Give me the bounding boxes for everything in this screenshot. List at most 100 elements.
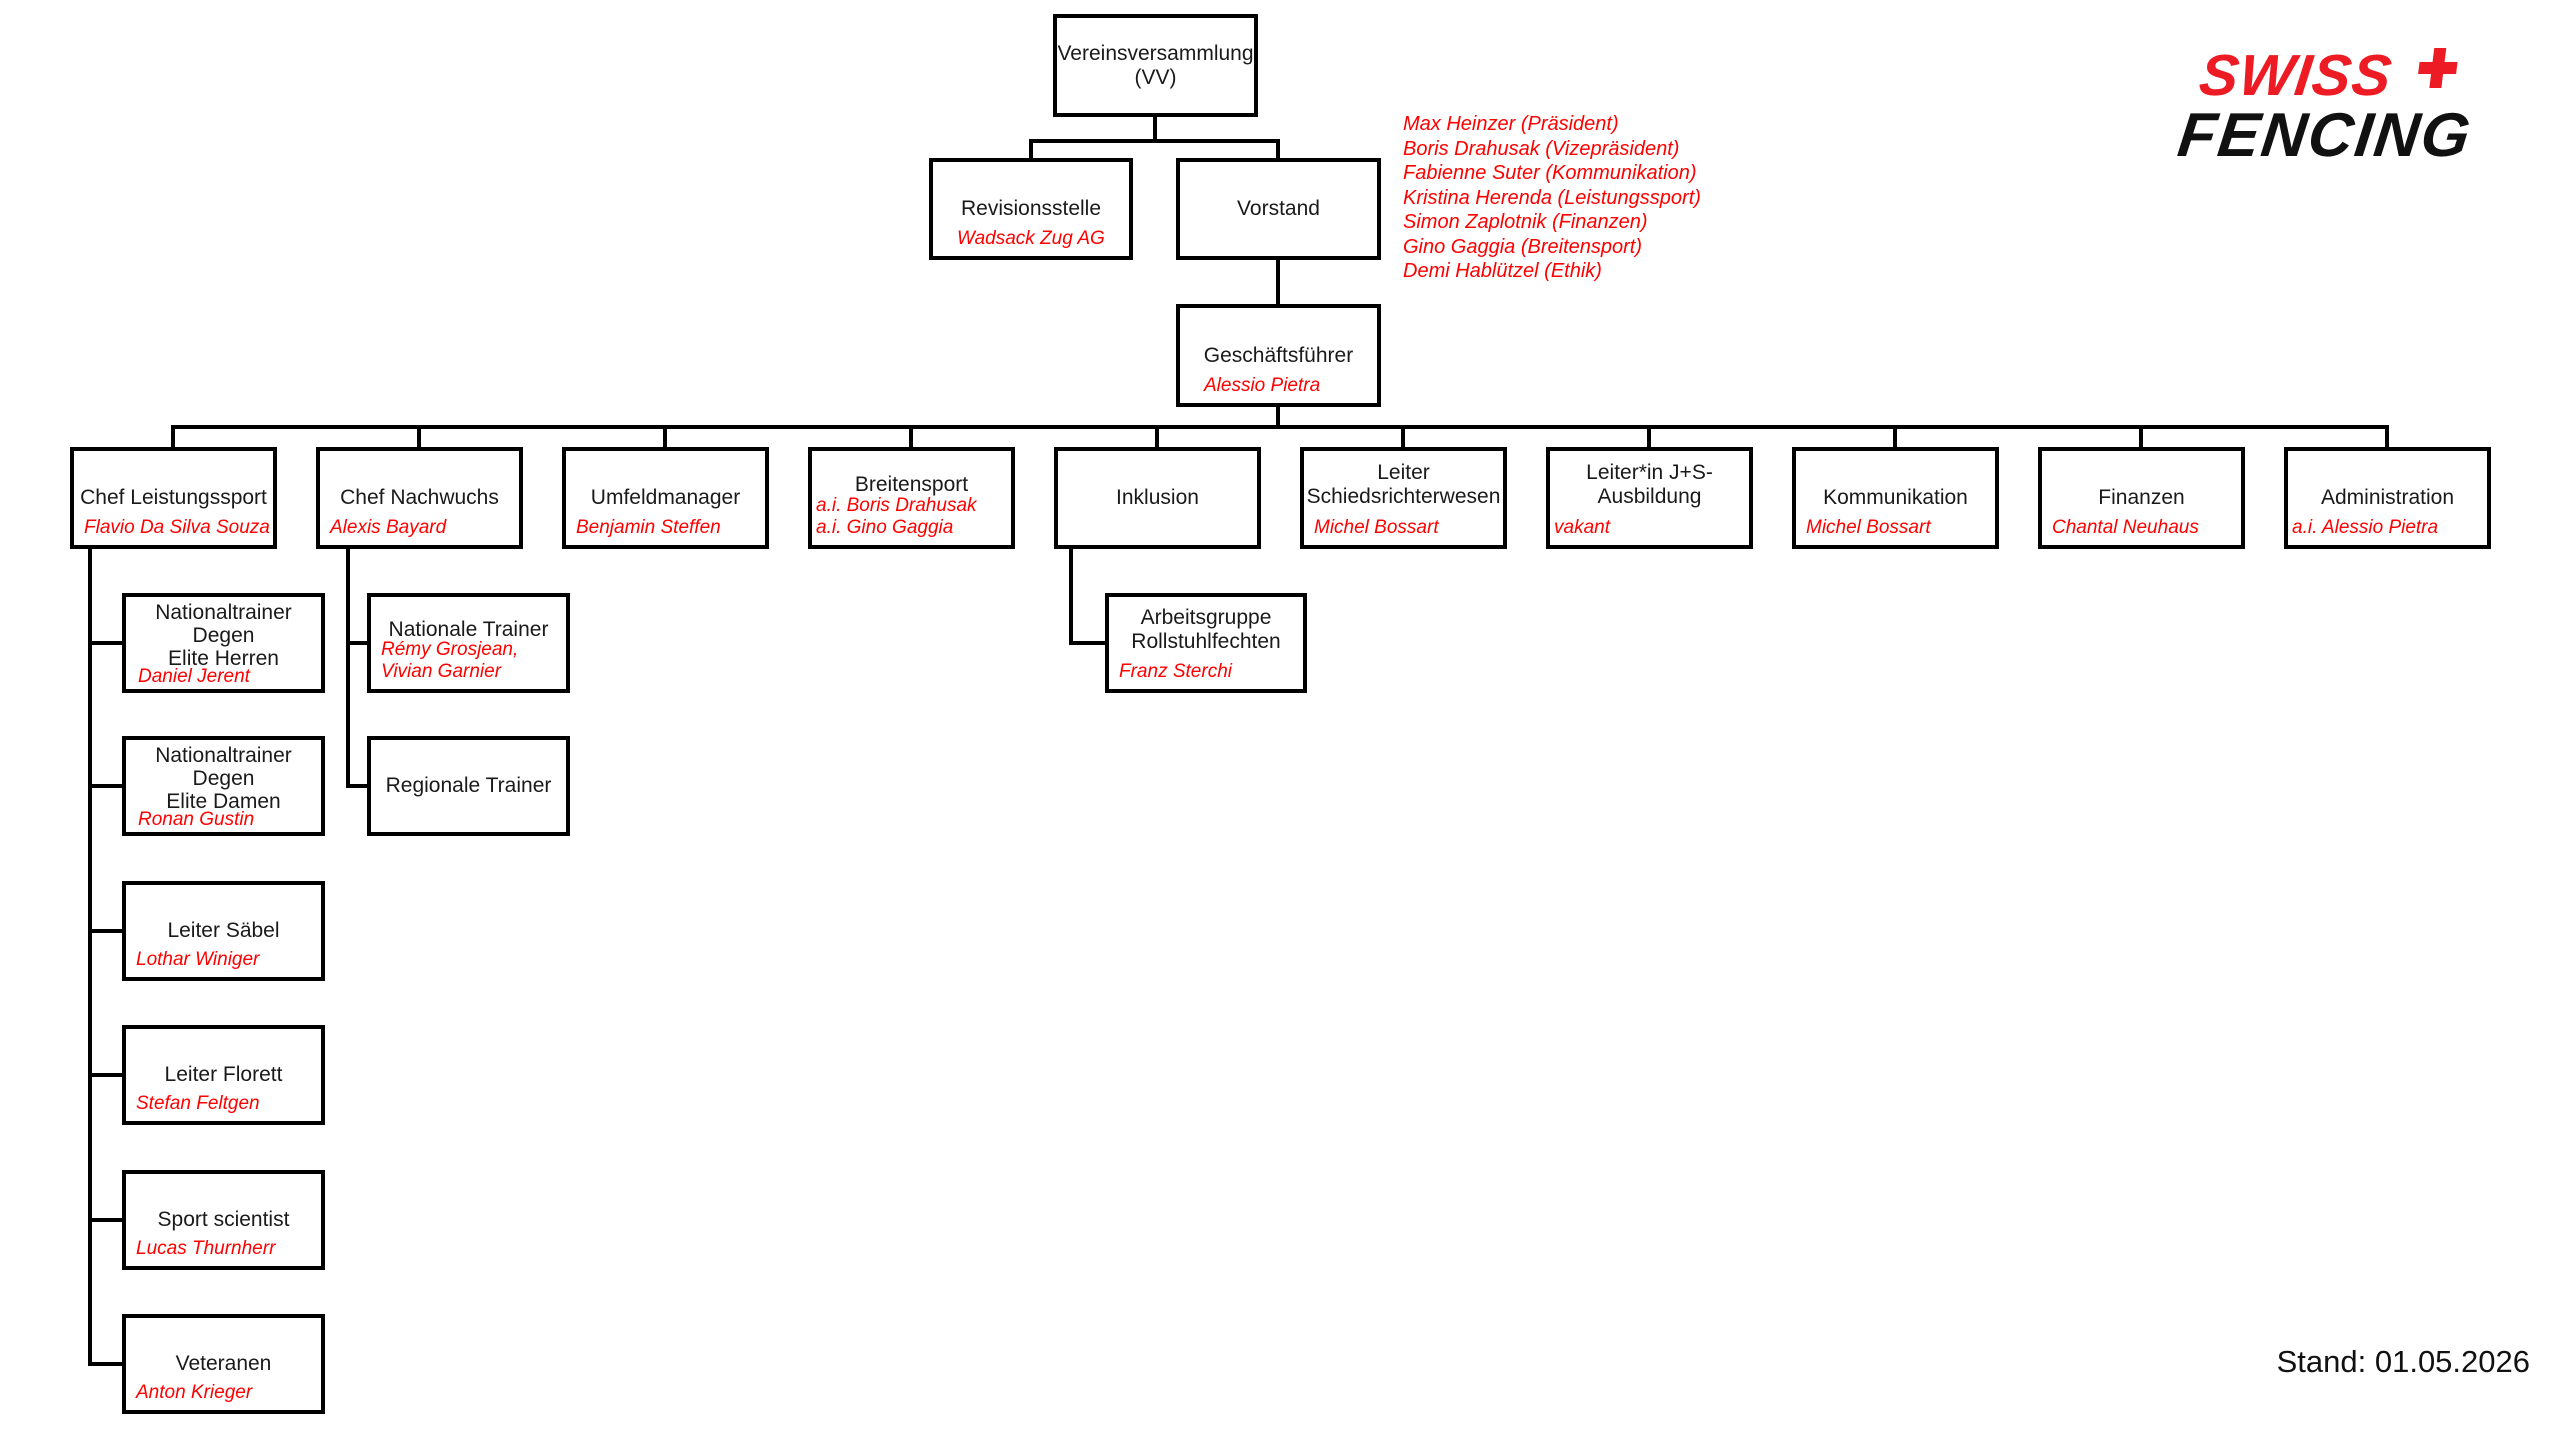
node-title: Revisionsstelle xyxy=(960,197,1102,220)
node-person: Flavio Da Silva Souza xyxy=(84,517,270,538)
node-nationaltrainer-degen-herren: Nationaltrainer Degen Elite Herren Danie… xyxy=(122,593,325,693)
connector xyxy=(2139,425,2143,447)
node-title: Leiter Florett xyxy=(164,1063,283,1086)
node-person: a.i. Boris Drahusak a.i. Gino Gaggia xyxy=(816,495,977,538)
node-person: a.i. Alessio Pietra xyxy=(2292,517,2439,538)
node-title: Vorstand xyxy=(1237,197,1320,220)
node-title: Geschäftsführer xyxy=(1203,343,1354,367)
node-title: Nationaltrainer Degen Elite Damen xyxy=(155,743,292,813)
node-person: Lothar Winiger xyxy=(136,949,260,970)
vorstand-members-list: Max Heinzer (Präsident) Boris Drahusak (… xyxy=(1403,112,1701,284)
node-arbeitsgruppe-rollstuhlfechten: Arbeitsgruppe Rollstuhlfechten Franz Ste… xyxy=(1105,593,1307,693)
node-person: Anton Krieger xyxy=(136,1382,253,1403)
connector xyxy=(1069,549,1073,644)
node-title: Kommunikation xyxy=(1823,486,1968,509)
node-person: Stefan Feltgen xyxy=(136,1093,260,1114)
connector xyxy=(346,641,369,645)
node-sport-scientist: Sport scientist Lucas Thurnherr xyxy=(122,1170,325,1270)
node-title: Regionale Trainer xyxy=(385,774,552,797)
node-regionale-trainer: Regionale Trainer xyxy=(367,736,570,836)
connector xyxy=(346,549,350,788)
connector xyxy=(1029,139,1280,143)
connector xyxy=(1069,641,1107,645)
node-title: Chef Leistungssport xyxy=(80,486,267,509)
connector xyxy=(417,425,421,447)
node-inklusion: Inklusion xyxy=(1054,447,1261,549)
connector xyxy=(663,425,667,447)
node-person: Ronan Gustin xyxy=(138,809,255,830)
connector xyxy=(1401,425,1405,447)
connector xyxy=(1276,260,1280,304)
logo-swiss-text: SWISS xyxy=(2195,43,2396,108)
node-person: Chantal Neuhaus xyxy=(2052,517,2199,538)
connector xyxy=(88,641,124,645)
node-person: Michel Bossart xyxy=(1806,517,1931,538)
connector xyxy=(1029,139,1033,158)
node-title: Umfeldmanager xyxy=(590,486,741,509)
node-title: Leiter*in J+S- Ausbildung xyxy=(1586,461,1713,508)
node-finanzen: Finanzen Chantal Neuhaus xyxy=(2038,447,2245,549)
vorstand-member: Demi Hablützel (Ethik) xyxy=(1403,260,1602,282)
connector xyxy=(1155,425,1159,447)
connector xyxy=(88,549,92,1366)
vorstand-member: Boris Drahusak (Vizepräsident) xyxy=(1403,137,1680,160)
node-title: Inklusion xyxy=(1116,486,1199,509)
connector xyxy=(1153,117,1157,143)
connector xyxy=(1276,407,1280,427)
node-person: Daniel Jerent xyxy=(138,666,250,687)
connector xyxy=(88,784,124,788)
node-person: vakant xyxy=(1554,517,1610,538)
node-title: Administration xyxy=(2320,486,2455,509)
node-title: Sport scientist xyxy=(157,1208,290,1231)
node-nationale-trainer: Nationale Trainer Rémy Grosjean, Vivian … xyxy=(367,593,570,693)
connector xyxy=(2385,425,2389,447)
vorstand-member: Kristina Herenda (Leistungssport) xyxy=(1403,186,1701,209)
node-person: Rémy Grosjean, Vivian Garnier xyxy=(381,639,519,682)
node-umfeldmanager: Umfeldmanager Benjamin Steffen xyxy=(562,447,769,549)
node-title: Finanzen xyxy=(2098,486,2185,509)
node-leiter-florett: Leiter Florett Stefan Feltgen xyxy=(122,1025,325,1125)
node-leiterin-js-ausbildung: Leiter*in J+S- Ausbildung vakant xyxy=(1546,447,1753,549)
node-title: Leiter Säbel xyxy=(167,919,280,942)
node-chef-leistungssport: Chef Leistungssport Flavio Da Silva Souz… xyxy=(70,447,277,549)
node-veteranen: Veteranen Anton Krieger xyxy=(122,1314,325,1414)
connector xyxy=(88,1362,124,1366)
connector xyxy=(909,425,913,447)
node-person: Franz Sterchi xyxy=(1119,661,1232,682)
vorstand-member: Gino Gaggia (Breitensport) xyxy=(1403,235,1643,258)
node-breitensport: Breitensport a.i. Boris Drahusak a.i. Gi… xyxy=(808,447,1015,549)
node-title: Breitensport xyxy=(854,473,969,496)
node-title: Leiter Schiedsrichterwesen xyxy=(1306,461,1501,508)
logo-fencing-text: FENCING xyxy=(2174,101,2476,170)
connector xyxy=(171,425,2389,429)
connector xyxy=(88,1073,124,1077)
swiss-cross-icon xyxy=(2416,48,2459,88)
node-leiter-saebel: Leiter Säbel Lothar Winiger xyxy=(122,881,325,981)
node-leiter-schiedsrichterwesen: Leiter Schiedsrichterwesen Michel Bossar… xyxy=(1300,447,1507,549)
node-title: Chef Nachwuchs xyxy=(340,486,499,509)
node-person: Lucas Thurnherr xyxy=(136,1238,276,1259)
node-revisionsstelle: Revisionsstelle Wadsack Zug AG xyxy=(929,158,1133,260)
connector xyxy=(346,784,369,788)
node-kommunikation: Kommunikation Michel Bossart xyxy=(1792,447,1999,549)
node-person: Alexis Bayard xyxy=(330,517,447,538)
node-administration: Administration a.i. Alessio Pietra xyxy=(2284,447,2491,549)
vorstand-member: Simon Zaplotnik (Finanzen) xyxy=(1403,211,1648,233)
connector xyxy=(88,929,124,933)
node-person: Michel Bossart xyxy=(1314,517,1439,538)
stand-date-label: Stand: 01.05.2026 xyxy=(2276,1344,2530,1379)
node-vereinsversammlung: Vereinsversammlung (VV) xyxy=(1053,14,1258,117)
node-chef-nachwuchs: Chef Nachwuchs Alexis Bayard xyxy=(316,447,523,549)
node-person: Alessio Pietra xyxy=(1204,375,1321,396)
node-title: Veteranen xyxy=(175,1352,272,1375)
node-title: Nationale Trainer xyxy=(388,618,549,641)
vorstand-member: Fabienne Suter (Kommunikation) xyxy=(1403,162,1697,184)
node-title: Nationaltrainer Degen Elite Herren xyxy=(155,600,292,670)
node-person: Benjamin Steffen xyxy=(576,517,721,538)
connector xyxy=(1276,139,1280,158)
connector xyxy=(88,1218,124,1222)
node-person: Wadsack Zug AG xyxy=(957,228,1105,249)
node-geschaeftsfuehrer: Geschäftsführer Alessio Pietra xyxy=(1176,304,1381,407)
vorstand-member: Max Heinzer (Präsident) xyxy=(1403,113,1619,135)
